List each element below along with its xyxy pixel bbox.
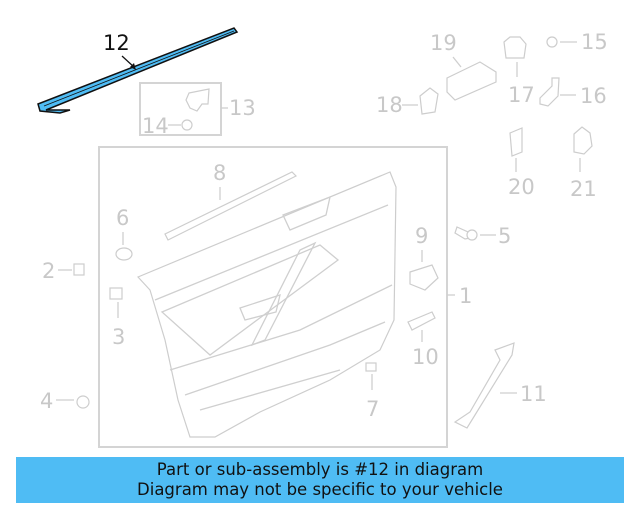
callout-5-label: 5 (498, 224, 511, 248)
part-20-icon (509, 127, 523, 157)
part-4-icon (76, 395, 90, 409)
callout-19-label: 19 (430, 31, 457, 55)
part-1-door-trim-panel (136, 171, 397, 438)
callout-20-label: 20 (508, 175, 535, 199)
callout-21-label: 21 (570, 177, 597, 201)
part-16-icon (539, 77, 560, 107)
part-2-icon (73, 263, 85, 276)
part-10-icon (407, 311, 436, 331)
part-13-icon (185, 88, 210, 112)
part-21-icon (573, 126, 593, 155)
callout-4-label: 4 (40, 389, 53, 413)
part-5-icon (454, 226, 471, 240)
part-14-icon (181, 119, 193, 131)
callout-11-label: 11 (520, 382, 547, 406)
callout-12-arrowhead (130, 63, 136, 70)
callout-18-label: 18 (376, 93, 403, 117)
callout-14-label: 14 (142, 114, 169, 138)
banner-line-2: Diagram may not be specific to your vehi… (137, 480, 503, 499)
part-18-icon (419, 87, 439, 115)
banner-line-1: Part or sub-assembly is #12 in diagram (156, 460, 484, 479)
callout-10-label: 10 (412, 345, 439, 369)
callout-1-label: 1 (459, 284, 472, 308)
callout-6-label: 6 (116, 206, 129, 230)
callout-9-label: 9 (415, 224, 428, 248)
info-banner: Part or sub-assembly is #12 in diagram D… (16, 457, 624, 503)
callout-8-label: 8 (213, 161, 226, 185)
callout-15-label: 15 (581, 30, 608, 54)
part-3-icon (109, 287, 123, 300)
part-17-icon (503, 36, 527, 59)
part-7-icon (365, 362, 377, 372)
part-19-icon (446, 61, 497, 101)
part-6-icon (115, 247, 133, 261)
part-1-group-box (98, 146, 448, 448)
callout-13-label: 13 (229, 96, 256, 120)
part-11-icon (453, 342, 515, 429)
callout-17-label: 17 (508, 83, 535, 107)
part-8-trim-strip (164, 171, 298, 241)
part-13-group-box (139, 82, 222, 136)
callout-12-label: 12 (103, 31, 130, 55)
part-9-icon (409, 264, 439, 291)
callout-2-label: 2 (42, 259, 55, 283)
part-12-belt-molding[interactable] (37, 27, 239, 114)
callout-16-label: 16 (580, 84, 607, 108)
callout-3-label: 3 (112, 325, 125, 349)
callout-7-label: 7 (366, 397, 379, 421)
part-15-icon (546, 36, 558, 48)
